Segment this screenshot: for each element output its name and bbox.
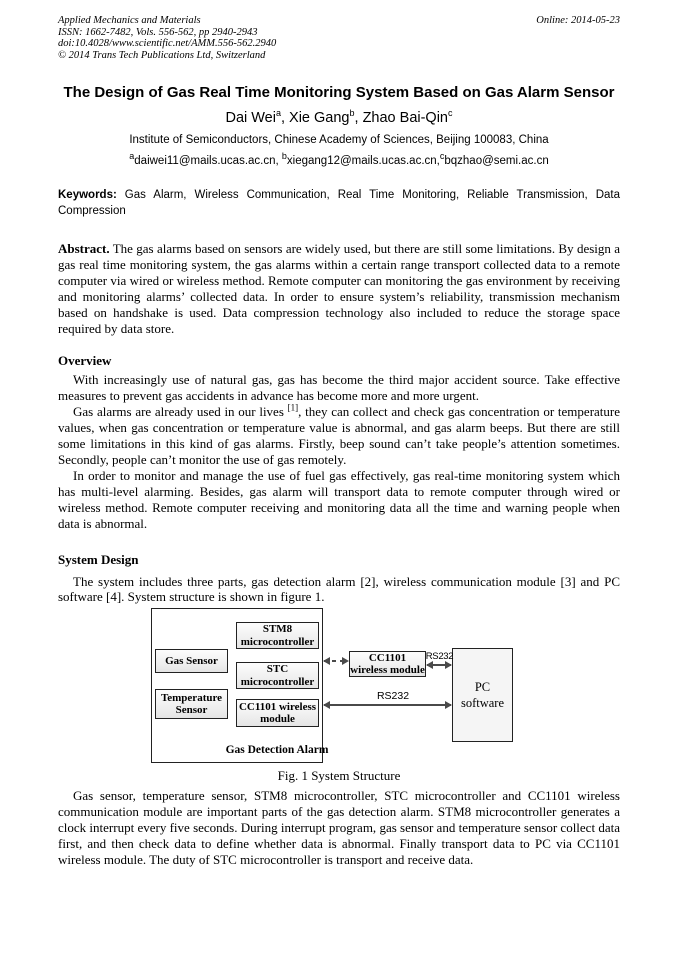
figure-1-system-structure: Gas Sensor Temperature Sensor STM8 micro…	[0, 608, 678, 766]
author-3: , Zhao Bai-Qin	[354, 110, 449, 126]
system-design-paragraph-1: The system includes three parts, gas det…	[58, 573, 620, 605]
abstract: Abstract. The gas alarms based on sensor…	[58, 241, 620, 336]
email-1-sup: a	[129, 151, 135, 162]
rs232-short-double-arrow	[426, 661, 452, 670]
overview-paragraph-2: Gas alarms are already used in our lives…	[58, 402, 621, 468]
paper-title: The Design of Gas Real Time Monitoring S…	[63, 84, 615, 101]
email-2-sup: b	[281, 151, 287, 162]
author-3-sup: c	[448, 108, 453, 119]
dashed-double-arrow	[323, 657, 349, 666]
author-2: , Xie Gang	[280, 110, 350, 126]
pc-software-block: PC software	[452, 648, 513, 743]
keywords-label: Keywords:	[58, 189, 117, 201]
author-1: Dai Wei	[225, 110, 276, 126]
figure-caption: Fig. 1 System Structure	[277, 768, 401, 784]
author-2-sup: b	[349, 108, 355, 119]
journal-name: Applied Mechanics and Materials	[58, 15, 201, 26]
doi-line: doi:10.4028/www.scientific.net/AMM.556-5…	[58, 38, 277, 49]
email-2: xiegang12@mails.ucas.ac.cn,	[286, 155, 440, 167]
online-date: Online: 2014-05-23	[536, 15, 620, 26]
overview-paragraph-1: With increasingly use of natural gas, ga…	[58, 372, 620, 404]
gas-detection-alarm-label: Gas Detection Alarm	[225, 744, 329, 757]
stm8-microcontroller-block: STM8 microcontroller	[236, 622, 319, 650]
stc-microcontroller-block: STC microcontroller	[236, 662, 319, 690]
rs232-label-top: RS232	[425, 651, 454, 663]
abstract-text: The gas alarms based on sensors are wide…	[58, 241, 620, 336]
overview-p2-text-cont: , they can collect and check gas concent…	[58, 404, 621, 467]
section-heading-overview: Overview	[58, 353, 112, 369]
overview-p2-text: Gas alarms are already used in our lives	[73, 404, 288, 420]
citation-ref-1: [1]	[287, 402, 299, 413]
rs232-long-double-arrow	[323, 701, 452, 710]
email-3-sup: c	[439, 151, 445, 162]
email-3: bqzhao@semi.ac.cn	[444, 155, 549, 167]
gas-sensor-block: Gas Sensor	[155, 649, 228, 674]
journal-header: Applied Mechanics and Materials ISSN: 16…	[58, 15, 620, 61]
author-1-sup: a	[275, 108, 281, 119]
temperature-sensor-block: Temperature Sensor	[155, 689, 228, 720]
copyright-line: © 2014 Trans Tech Publications Ltd, Swit…	[58, 49, 266, 61]
email-1: daiwei11@mails.ucas.ac.cn,	[134, 155, 282, 167]
issn-line: ISSN: 1662-7482, Vols. 556-562, pp 2940-…	[58, 26, 258, 38]
keywords-line: Keywords: Gas Alarm, Wireless Communicat…	[58, 188, 620, 219]
system-design-paragraph-2: Gas sensor, temperature sensor, STM8 mic…	[58, 788, 620, 867]
affiliation: Institute of Semiconductors, Chinese Aca…	[129, 134, 549, 146]
cc1101-wireless-module-outer-block: CC1101 wireless module	[349, 651, 426, 678]
abstract-label: Abstract.	[58, 241, 110, 256]
authors-line: Dai Weia, Xie Gangb, Zhao Bai-Qinc	[58, 109, 620, 127]
section-heading-system-design: System Design	[58, 551, 139, 567]
cc1101-wireless-module-inner-block: CC1101 wireless module	[236, 699, 319, 728]
rs232-label-middle: RS232	[376, 690, 410, 703]
overview-paragraph-3: In order to monitor and manage the use o…	[58, 467, 620, 531]
emails-line: adaiwei11@mails.ucas.ac.cn, bxiegang12@m…	[58, 151, 620, 168]
journal-info: Applied Mechanics and Materials ISSN: 16…	[58, 15, 276, 61]
keywords-text: Gas Alarm, Wireless Communication, Real …	[58, 189, 620, 217]
